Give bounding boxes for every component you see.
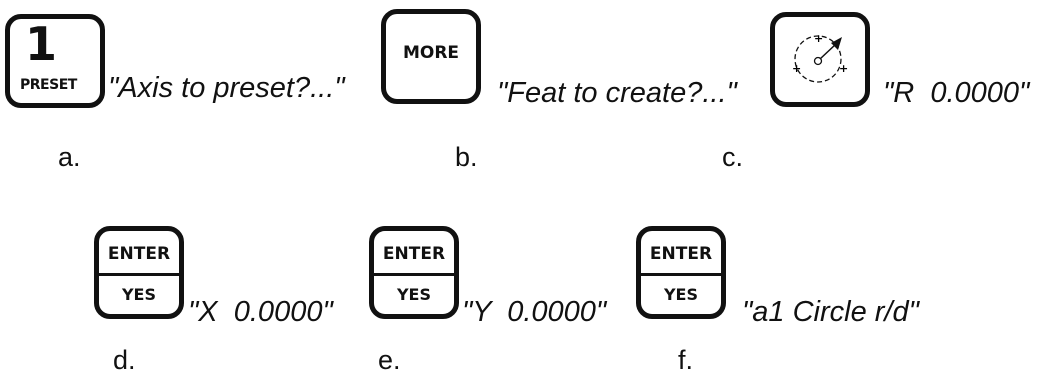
- caption-a: a.: [58, 142, 81, 172]
- preset-key[interactable]: 1 PRESET: [5, 14, 105, 108]
- enter-key-divider: [369, 273, 459, 276]
- preset-key-label: PRESET: [20, 77, 77, 93]
- caption-f: f.: [678, 345, 694, 375]
- prompt-c: "R 0.0000": [883, 77, 1030, 109]
- enter-key-divider: [636, 273, 726, 276]
- prompt-e: "Y 0.0000": [462, 296, 607, 328]
- svg-text:+: +: [814, 32, 823, 45]
- enter-key-label: ENTER: [107, 244, 171, 264]
- prompt-d: "X 0.0000": [188, 296, 333, 328]
- enter-key-divider: [94, 273, 184, 276]
- caption-c: c.: [722, 142, 744, 172]
- caption-b: b.: [455, 142, 478, 172]
- svg-text:+: +: [792, 62, 801, 75]
- enter-key-label: ENTER: [382, 244, 446, 264]
- circle-feature-icon: + + +: [792, 32, 848, 83]
- circle-feature-key[interactable]: + + +: [770, 12, 870, 107]
- yes-key-label: YES: [121, 285, 157, 304]
- caption-d: d.: [113, 345, 136, 375]
- prompt-f: "a1 Circle r/d": [742, 296, 919, 328]
- caption-e: e.: [378, 345, 401, 375]
- enter-yes-key-e[interactable]: ENTER YES: [369, 226, 459, 319]
- more-key[interactable]: MORE: [381, 9, 481, 104]
- prompt-b: "Feat to create?...": [497, 77, 737, 109]
- yes-key-label: YES: [396, 285, 432, 304]
- enter-yes-key-d[interactable]: ENTER YES: [94, 226, 184, 319]
- prompt-a: "Axis to preset?...": [108, 72, 345, 104]
- yes-key-label: YES: [663, 285, 699, 304]
- more-key-label: MORE: [402, 43, 460, 63]
- enter-yes-key-f[interactable]: ENTER YES: [636, 226, 726, 319]
- svg-text:+: +: [839, 62, 848, 75]
- enter-key-label: ENTER: [649, 244, 713, 264]
- preset-key-number: 1: [25, 17, 58, 71]
